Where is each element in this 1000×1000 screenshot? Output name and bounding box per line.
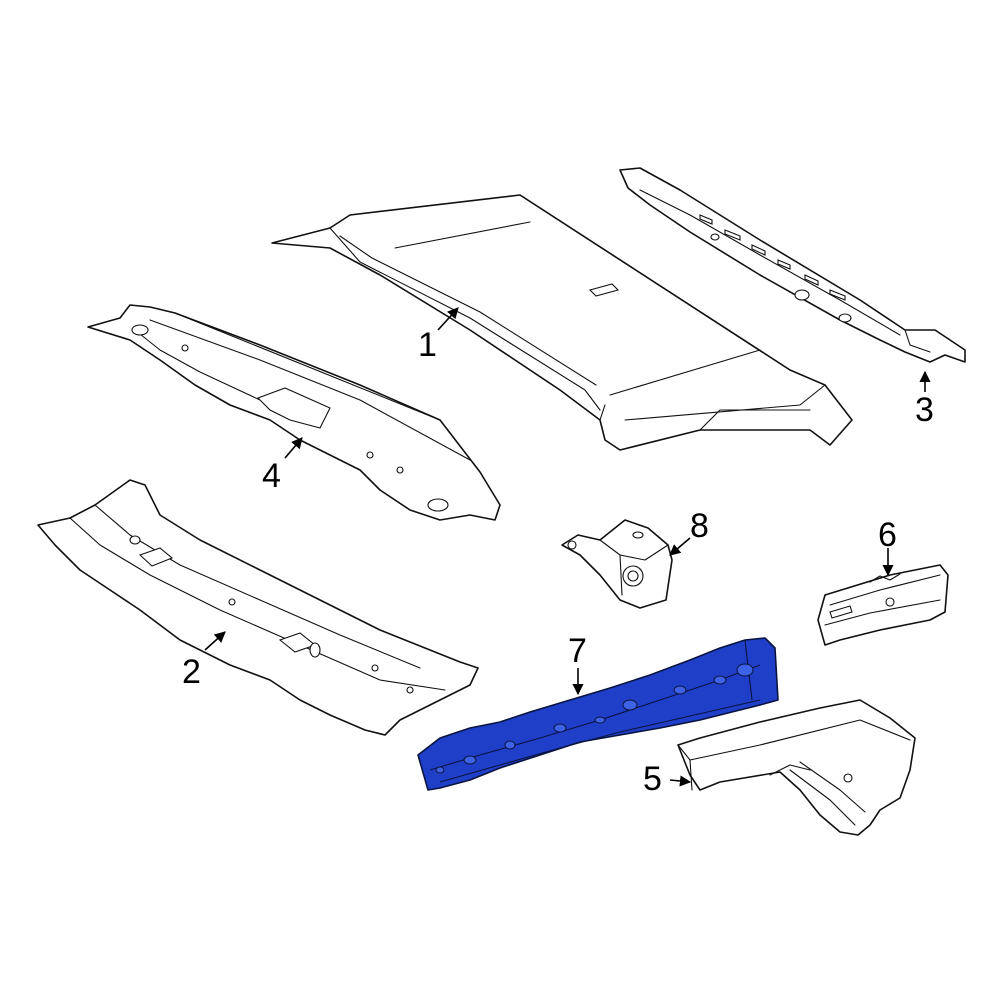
part-3-roof-side-rail[interactable] [619,167,966,363]
part-8-bracket[interactable] [561,519,673,609]
callout-3: 3 [915,391,934,429]
callout-5: 5 [643,760,662,798]
part-6-reinforcement[interactable] [817,564,949,646]
leader-1 [437,307,459,331]
part-5-side-rail[interactable] [677,699,916,836]
callout-4: 4 [262,457,281,495]
part-2-rear-roof-header[interactable] [37,479,479,736]
callout-1: 1 [418,326,437,364]
callout-6: 6 [878,516,897,554]
part-4-front-roof-header[interactable] [87,304,501,521]
rail-slots [699,214,852,323]
callout-7: 7 [568,632,587,670]
callout-8: 8 [690,507,709,545]
part-1-roof-panel[interactable] [271,194,853,451]
callout-2: 2 [182,653,201,691]
part-7-roof-bow-reinforcement[interactable] [417,637,779,791]
leader-5 [669,775,692,787]
callout-labels: 1 3 4 2 8 6 7 5 [182,326,934,798]
part-7-holes [435,663,754,774]
leader-4 [284,437,303,459]
leader-2 [204,631,226,651]
leader-8 [669,537,691,556]
leader-lines [204,307,931,787]
